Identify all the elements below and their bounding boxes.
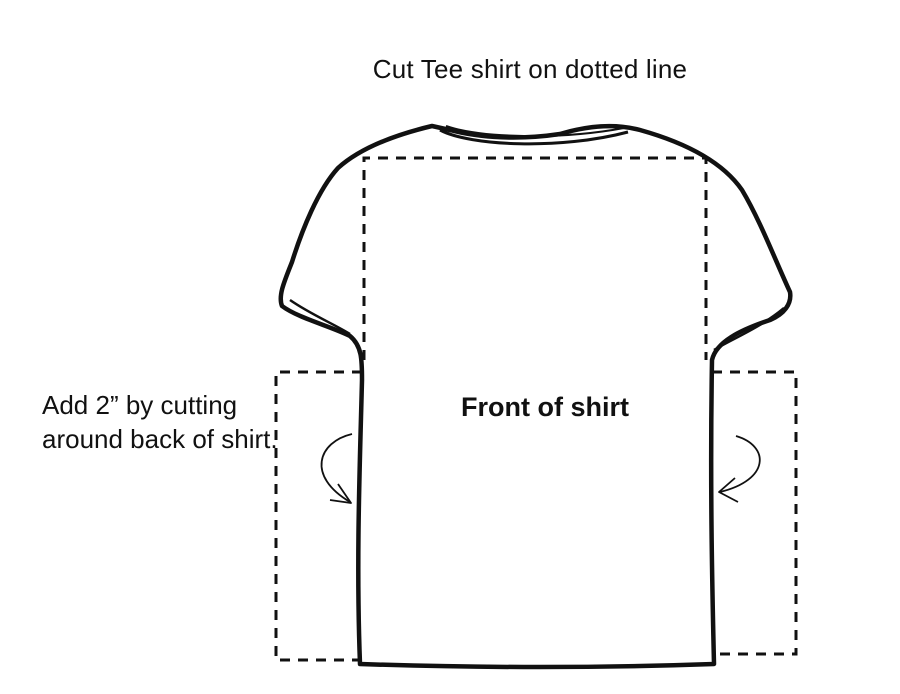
cut-line-front <box>362 156 708 360</box>
shirt-front-label: Front of shirt <box>461 392 629 422</box>
shirt-collar <box>439 128 629 146</box>
cut-line-left-extension <box>274 370 362 662</box>
side-instruction: Add 2” by cutting around back of shirt. <box>42 390 278 454</box>
shirt-outline <box>278 123 793 670</box>
shirt-collar-inner <box>445 125 625 138</box>
left-sleeve-hem <box>289 298 351 336</box>
left-curved-arrow-icon <box>320 433 353 504</box>
cut-instruction: Cut Tee shirt on dotted line <box>372 54 688 84</box>
cut-line-right-extension <box>712 370 798 656</box>
right-sleeve-hem <box>713 307 785 352</box>
right-curved-arrow-icon <box>718 435 761 503</box>
